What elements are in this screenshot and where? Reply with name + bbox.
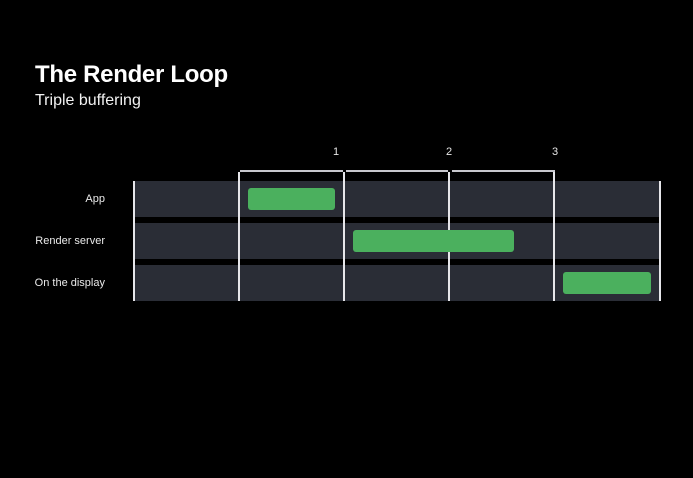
- frame-2-bracket: [346, 170, 448, 172]
- row-label-app: App: [85, 193, 105, 205]
- divider-0: [133, 181, 135, 301]
- slide-subtitle: Triple buffering: [35, 92, 141, 109]
- row-label-render-server: Render server: [35, 235, 105, 247]
- frame-number-2: 2: [445, 146, 453, 158]
- display-frame-bar: [563, 272, 651, 294]
- divider-1: [238, 172, 240, 301]
- frame-number-3: 3: [551, 146, 559, 158]
- divider-5: [659, 181, 661, 301]
- frame-3-bracket: [452, 170, 555, 172]
- app-work-bar: [248, 188, 335, 210]
- app-track: [134, 181, 661, 217]
- render-server-work-bar: [353, 230, 514, 252]
- row-label-display: On the display: [34, 277, 105, 289]
- frame-1-bracket: [240, 170, 343, 172]
- slide-title: The Render Loop: [35, 61, 228, 88]
- divider-4: [553, 172, 555, 301]
- frame-number-1: 1: [332, 146, 340, 158]
- divider-2: [343, 172, 345, 301]
